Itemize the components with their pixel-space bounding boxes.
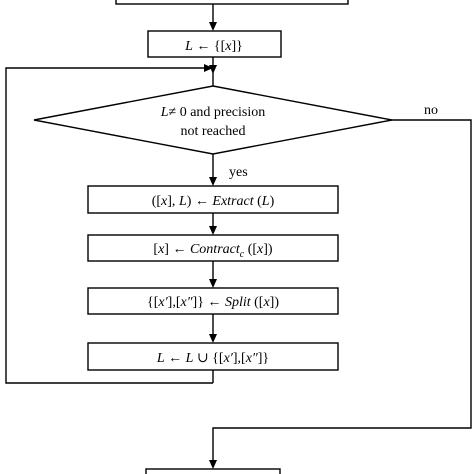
no-label: no	[424, 103, 438, 118]
arrowhead-contract	[209, 226, 217, 235]
bottom-box	[145, 468, 281, 474]
decision-line-1: L≠ 0 and precision	[160, 105, 266, 120]
arrowhead-loop-back	[204, 64, 213, 72]
split-text: {[x′],[x″]} ← Split ([x])	[147, 295, 279, 310]
decision-line-2: not reached	[181, 124, 246, 139]
top-box	[115, 0, 349, 5]
arrowhead-no-exit	[209, 460, 217, 469]
union-text: L ← L ∪ {[x′],[x″]}	[156, 351, 269, 366]
arrowhead-merge	[209, 65, 217, 74]
loop-back-line	[5, 67, 213, 384]
arrowhead-extract	[209, 177, 217, 186]
arrowhead-split	[209, 279, 217, 288]
init-text: L ← {[x]}	[184, 39, 243, 54]
contract-text: [x] ← Contractc ([x])	[153, 242, 273, 260]
arrowhead-init	[209, 22, 217, 31]
no-branch-line	[212, 119, 472, 462]
extract-box	[87, 185, 339, 214]
contract-box	[87, 234, 339, 262]
split-box	[87, 287, 339, 315]
extract-text: ([x], L) ← Extract (L)	[152, 194, 275, 209]
init-box	[147, 30, 282, 58]
arrowhead-union	[209, 334, 217, 343]
union-box	[87, 342, 339, 371]
yes-label: yes	[229, 165, 248, 180]
decision-diamond	[33, 85, 393, 155]
